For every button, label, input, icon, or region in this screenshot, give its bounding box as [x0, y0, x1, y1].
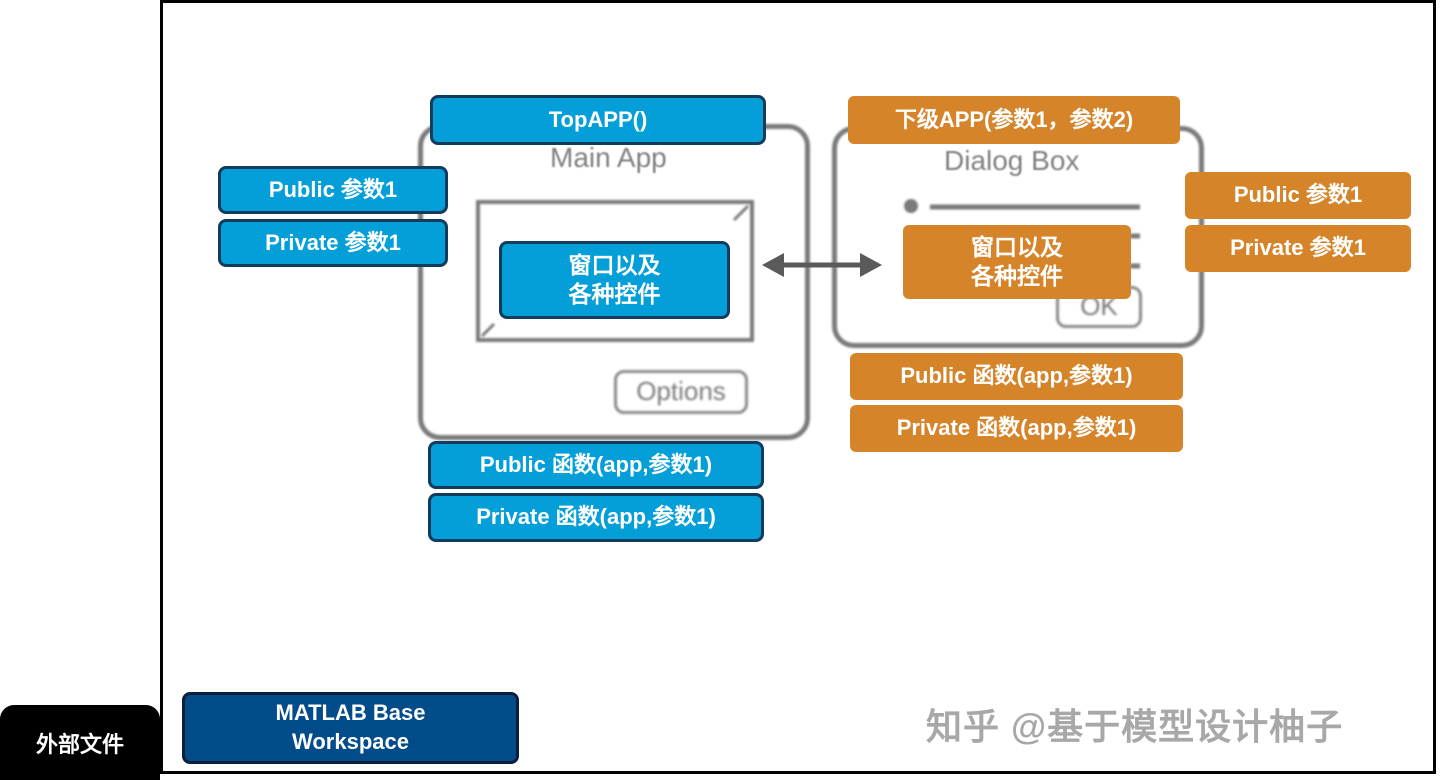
- dialog-box-title: Dialog Box: [944, 145, 1080, 176]
- main-app-content: 窗口以及 各种控件: [499, 241, 730, 319]
- dialog-private-function: Private 函数(app,参数1): [850, 405, 1183, 452]
- bidirectional-arrow: [762, 253, 882, 277]
- dialog-content-line1: 窗口以及: [971, 234, 1063, 261]
- dialog-private-property: Private 参数1: [1185, 225, 1411, 272]
- workspace-line2: Workspace: [292, 729, 409, 754]
- dialog-content: 窗口以及 各种控件: [903, 225, 1131, 299]
- main-app-content-area: [476, 200, 754, 342]
- matlab-base-workspace: MATLAB Base Workspace: [182, 692, 519, 764]
- dialog-public-function: Public 函数(app,参数1): [850, 353, 1183, 400]
- main-private-property: Private 参数1: [218, 219, 448, 267]
- watermark: 知乎 @基于模型设计柚子: [926, 706, 1344, 747]
- external-file-tab: 外部文件: [0, 705, 160, 780]
- main-content-line2: 各种控件: [568, 281, 661, 307]
- main-content-line1: 窗口以及: [568, 252, 661, 279]
- dialog-call: 下级APP(参数1，参数2): [848, 96, 1180, 144]
- main-public-property: Public 参数1: [218, 166, 448, 214]
- dialog-controls: [904, 199, 1140, 269]
- main-app-title: Main App: [550, 142, 667, 173]
- main-app-call: TopAPP(): [430, 95, 766, 145]
- dialog-content-line2: 各种控件: [971, 263, 1063, 289]
- options-button[interactable]: Options: [614, 370, 748, 414]
- workspace-line1: MATLAB Base: [275, 700, 426, 726]
- main-private-function: Private 函数(app,参数1): [428, 493, 764, 542]
- dialog-public-property: Public 参数1: [1185, 172, 1411, 219]
- main-public-function: Public 函数(app,参数1): [428, 441, 764, 489]
